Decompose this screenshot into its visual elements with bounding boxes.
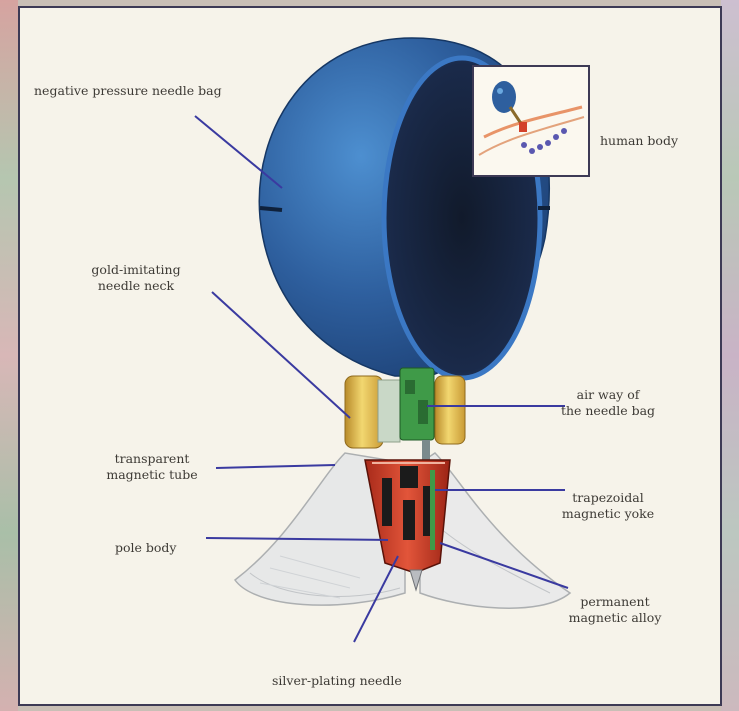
label-gold-imitating-needle-neck: gold-imitating needle neck [76, 262, 196, 294]
label-transparent-magnetic-tube: transparent magnetic tube [92, 451, 212, 483]
right-background-strip [721, 0, 739, 711]
label-permanent-magnetic-alloy: permanent magnetic alloy [555, 594, 675, 626]
human-body-inset [472, 65, 590, 177]
label-alloy-line2: magnetic alloy [555, 610, 675, 626]
label-pole-body: pole body [115, 540, 177, 556]
label-magnetic-tube-line1: transparent [92, 451, 212, 467]
label-negative-pressure-needle-bag: negative pressure needle bag [34, 83, 222, 99]
label-needle-neck-line1: gold-imitating [76, 262, 196, 278]
label-yoke-line2: magnetic yoke [548, 506, 668, 522]
leader-line-magnetic-tube [216, 465, 335, 468]
label-alloy-line1: permanent [555, 594, 675, 610]
label-needle-neck-line2: needle neck [76, 278, 196, 294]
label-trapezoidal-magnetic-yoke: trapezoidal magnetic yoke [548, 490, 668, 522]
human-body-inset-illustration [474, 67, 588, 175]
label-silver-plating-needle: silver-plating needle [272, 673, 402, 689]
label-yoke-line1: trapezoidal [548, 490, 668, 506]
diagram-panel: negative pressure needle bag human body … [18, 6, 722, 706]
label-human-body: human body [600, 133, 678, 149]
label-air-way-of-needle-bag: air way of the needle bag [548, 387, 668, 419]
label-air-way-line1: air way of [548, 387, 668, 403]
left-background-strip [0, 0, 18, 711]
label-air-way-line2: the needle bag [548, 403, 668, 419]
label-magnetic-tube-line2: magnetic tube [92, 467, 212, 483]
